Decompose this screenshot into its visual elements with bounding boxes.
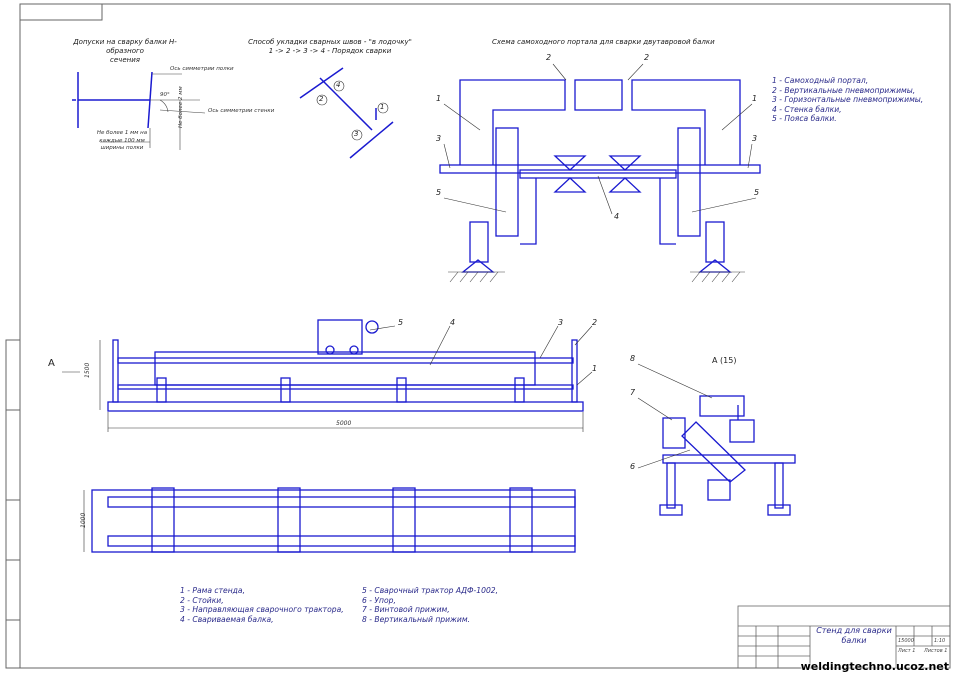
portal-title: Схема самоходного портала для сварки дву… [492, 38, 715, 46]
parts-legend-item: 7 - Винтовой прижим, [362, 605, 450, 615]
width-dimension: 1000 [80, 512, 87, 528]
portal-legend-item: 4 - Стенка балки, [772, 104, 842, 114]
height-dimension: 1500 [84, 362, 91, 378]
section-callout-8: 8 [630, 354, 636, 363]
portal-callout-1a: 1 [436, 94, 442, 103]
front-elevation-leaders [62, 325, 593, 432]
h-section-tolerance [72, 71, 153, 129]
portal-callout-1b: 1 [752, 94, 758, 103]
parts-legend-item: 1 - Рама стенда, [180, 586, 245, 595]
title-block [737, 605, 951, 669]
title-block-name: Стенд для сварки балки [816, 626, 892, 645]
parts-legend-item: 6 - Упор, [362, 595, 396, 605]
weld-sequence-title: Способ укладки сварных швов - "в лодочку… [248, 38, 412, 55]
weld-sequence-leaders [316, 80, 389, 141]
weld-sequence-sketch [299, 67, 394, 159]
title-block-sheets: Листов 1 [924, 648, 948, 654]
title-block-sheet: Лист 1 [898, 648, 916, 654]
plan-view [91, 487, 576, 553]
portal-ground-hatching [448, 271, 745, 283]
section-callout-7: 7 [630, 388, 636, 397]
section-view [659, 395, 796, 516]
parts-legend-right: 5 - Сварочный трактор АДФ-1002, 6 - Упор… [362, 586, 498, 624]
h-section-construction-lines [100, 73, 206, 150]
portal-legend-item: 5 - Пояса балки. [772, 114, 837, 124]
portal-legend: 1 - Самоходный портал, 2 - Вертикальные … [772, 76, 923, 124]
parts-legend-item: 8 - Вертикальный прижим. [362, 614, 470, 624]
section-view-label: A (15) [712, 356, 737, 365]
watermark: weldingtechno.ucoz.net [800, 660, 949, 673]
view-arrow-label: A [48, 358, 55, 369]
portal-callout-5b: 5 [754, 188, 760, 197]
parts-legend-item: 5 - Сварочный трактор АДФ-1002, [362, 586, 499, 595]
sheet-frame [5, 3, 951, 669]
angle-label: 90° [160, 92, 170, 98]
portal-callout-3b: 3 [752, 134, 758, 143]
parts-legend-item: 3 - Направляющая сварочного трактора, [180, 605, 344, 615]
elev-callout-3: 3 [558, 318, 564, 327]
length-dimension: 5000 [336, 420, 352, 427]
weld-callout-4: 4 [336, 81, 341, 89]
portal-callout-2a: 2 [546, 53, 552, 62]
title-block-scale: 1:10 [934, 638, 946, 644]
portal-callout-5a: 5 [436, 188, 442, 197]
web-symmetry-label: Ось симметрии стенки [208, 108, 275, 114]
flange-symmetry-label: Ось симметрии полки [170, 66, 234, 72]
weld-callout-1: 1 [380, 103, 385, 111]
parts-legend-item: 2 - Стойки, [180, 595, 224, 605]
elev-callout-1: 1 [592, 364, 598, 373]
portal-callout-2b: 2 [644, 53, 650, 62]
tolerance-title: Допуски на сварку балки Н-образного сече… [73, 38, 177, 64]
elev-callout-5: 5 [398, 318, 404, 327]
portal-callout-3a: 3 [436, 134, 442, 143]
portal-legend-item: 2 - Вертикальные пневмоприжимы, [772, 85, 916, 95]
elev-callout-4: 4 [450, 318, 456, 327]
portal-scheme [439, 79, 761, 273]
section-callout-6: 6 [630, 462, 636, 471]
weld-callout-3: 3 [354, 130, 359, 138]
portal-callout-4: 4 [614, 212, 620, 221]
weld-callout-2: 2 [319, 95, 324, 103]
web-tolerance-label: Не более 2 мм [178, 86, 184, 128]
section-view-leaders [637, 363, 713, 469]
portal-legend-item: 1 - Самоходный портал, [772, 76, 869, 85]
flange-tolerance-label: Не более 1 мм на каждые 100 мм ширины по… [96, 130, 148, 151]
elev-callout-2: 2 [592, 318, 598, 327]
parts-legend-left: 1 - Рама стенда, 2 - Стойки, 3 - Направл… [180, 586, 344, 624]
front-elevation [107, 319, 584, 412]
portal-legend-item: 3 - Горизонтальные пневмоприжимы, [772, 95, 924, 105]
title-block-mass: 15000 [898, 638, 914, 644]
portal-leader-lines [443, 63, 757, 215]
parts-legend-item: 4 - Свариваемая балка, [180, 614, 274, 624]
